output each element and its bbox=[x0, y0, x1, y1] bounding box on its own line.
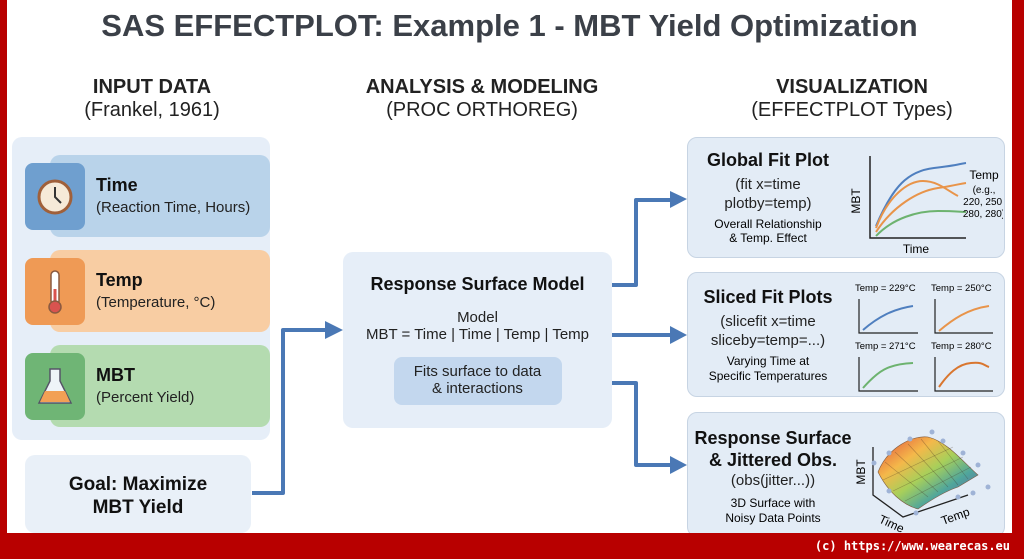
thermometer-icon bbox=[25, 258, 85, 325]
slice-label: Temp = 250°C bbox=[931, 283, 992, 294]
model-label: Model bbox=[457, 309, 498, 326]
viz-code: (fit x=time bbox=[735, 176, 801, 193]
3d-axes bbox=[872, 447, 969, 518]
column-heading: INPUT DATA bbox=[92, 76, 212, 98]
viz-desc: & Temp. Effect bbox=[729, 231, 807, 245]
column-header-visualization: VISUALIZATION(EFFECTPLOT Types) bbox=[697, 76, 1007, 122]
global-fit-plot-box: Global Fit Plot (fit x=time plotby=temp)… bbox=[687, 137, 1005, 258]
legend-text: 220, 250, bbox=[963, 197, 1003, 208]
viz-desc: Overall Relationship bbox=[714, 217, 822, 231]
arrowhead bbox=[325, 321, 343, 339]
input-name: MBT bbox=[96, 365, 135, 385]
copyright-footer: (c) https://www.wearecas.eu bbox=[814, 539, 1010, 553]
column-header-analysis: ANALYSIS & MODELING(PROC ORTHOREG) bbox=[337, 76, 627, 122]
z-axis-label: MBT bbox=[854, 459, 868, 485]
model-title: Response Surface Model bbox=[370, 274, 585, 294]
input-card-mbt: MBT (Percent Yield) bbox=[50, 345, 270, 427]
arrowhead bbox=[670, 326, 687, 344]
viz-desc: Specific Temperatures bbox=[708, 369, 828, 383]
chart-axes bbox=[869, 156, 966, 239]
viz-title: & Jittered Obs. bbox=[708, 450, 838, 470]
series-line bbox=[875, 209, 967, 237]
viz-code: plotby=temp) bbox=[724, 195, 812, 212]
y-axis-label: Temp bbox=[939, 505, 972, 528]
slice-line bbox=[938, 361, 990, 388]
response-surface-3d-chart: MBT Time Temp bbox=[854, 429, 991, 533]
slice-line bbox=[862, 362, 914, 389]
response-surface-model-box: Response Surface Model Model MBT = Time … bbox=[343, 252, 612, 428]
flask-icon bbox=[25, 353, 85, 420]
column-subheading: (Frankel, 1961) bbox=[84, 99, 220, 121]
input-card-time: Time (Reaction Time, Hours) bbox=[50, 155, 270, 237]
model-note-line: Fits surface to data bbox=[413, 363, 542, 380]
viz-code: (obs(jitter...)) bbox=[730, 472, 816, 489]
legend-text: (e.g., bbox=[973, 185, 996, 196]
column-subheading: (EFFECTPLOT Types) bbox=[751, 99, 953, 121]
connector-arrows bbox=[252, 191, 687, 495]
slice-line bbox=[862, 305, 914, 331]
arrow-goal-to-model bbox=[252, 328, 327, 495]
clock-icon bbox=[25, 163, 85, 230]
jittered-points bbox=[871, 429, 991, 516]
series-line bbox=[875, 179, 959, 229]
arrowhead bbox=[670, 191, 687, 208]
sliced-mini-charts: Temp = 229°C Temp = 250°C Temp = 271°C T… bbox=[855, 283, 993, 392]
arrow-model-to-surface bbox=[612, 381, 672, 467]
goal-line-2: MBT Yield bbox=[92, 497, 184, 518]
viz-desc: Noisy Data Points bbox=[725, 511, 821, 525]
column-heading: VISUALIZATION bbox=[776, 76, 928, 98]
input-desc: (Reaction Time, Hours) bbox=[96, 199, 251, 216]
slice-label: Temp = 280°C bbox=[931, 341, 992, 352]
slice-label: Temp = 229°C bbox=[855, 283, 916, 294]
viz-title: Response Surface bbox=[694, 428, 852, 448]
column-heading: ANALYSIS & MODELING bbox=[365, 76, 599, 98]
series-line bbox=[875, 162, 967, 227]
infographic-canvas: SAS EFFECTPLOT: Example 1 - MBT Yield Op… bbox=[7, 0, 1012, 533]
viz-code: (slicefit x=time bbox=[720, 313, 816, 330]
model-note: Fits surface to data& interactions bbox=[393, 357, 562, 405]
viz-code: sliceby=temp=...) bbox=[710, 332, 826, 349]
arrow-model-to-global bbox=[612, 198, 672, 287]
input-desc: (Temperature, °C) bbox=[96, 294, 216, 311]
legend-text: 280, 280) bbox=[963, 209, 1003, 220]
x-axis-label: Time bbox=[903, 242, 930, 256]
column-header-input: INPUT DATA(Frankel, 1961) bbox=[27, 76, 277, 122]
slice-line bbox=[938, 305, 990, 332]
arrowhead bbox=[670, 456, 687, 474]
viz-desc: 3D Surface with bbox=[730, 496, 816, 510]
y-axis-label: MBT bbox=[849, 188, 863, 214]
model-formula: MBT = Time | Time | Temp | Temp bbox=[365, 326, 589, 343]
page-title: SAS EFFECTPLOT: Example 1 - MBT Yield Op… bbox=[101, 8, 918, 43]
column-subheading: (PROC ORTHOREG) bbox=[386, 99, 578, 121]
viz-title: Sliced Fit Plots bbox=[703, 287, 833, 307]
input-desc: (Percent Yield) bbox=[96, 389, 195, 406]
global-fit-mini-chart: MBT Time Temp (e.g., 220, 250, 280, 280) bbox=[849, 156, 1003, 256]
sliced-fit-plots-box: Sliced Fit Plots (slicefit x=time sliceb… bbox=[687, 272, 1005, 397]
goal-line-1: Goal: Maximize bbox=[68, 474, 208, 495]
input-name: Temp bbox=[96, 270, 143, 290]
series-line bbox=[875, 182, 967, 233]
slice-label: Temp = 271°C bbox=[855, 341, 916, 352]
x-axis-label: Time bbox=[877, 512, 907, 533]
legend-title: Temp bbox=[969, 168, 999, 182]
input-name: Time bbox=[96, 175, 138, 195]
viz-desc: Varying Time at bbox=[726, 354, 810, 368]
viz-title: Global Fit Plot bbox=[707, 150, 829, 170]
model-note-line: & interactions bbox=[432, 380, 523, 397]
input-card-temp: Temp (Temperature, °C) bbox=[50, 250, 270, 332]
response-surface-box: Response Surface & Jittered Obs. (obs(ji… bbox=[687, 412, 1005, 533]
